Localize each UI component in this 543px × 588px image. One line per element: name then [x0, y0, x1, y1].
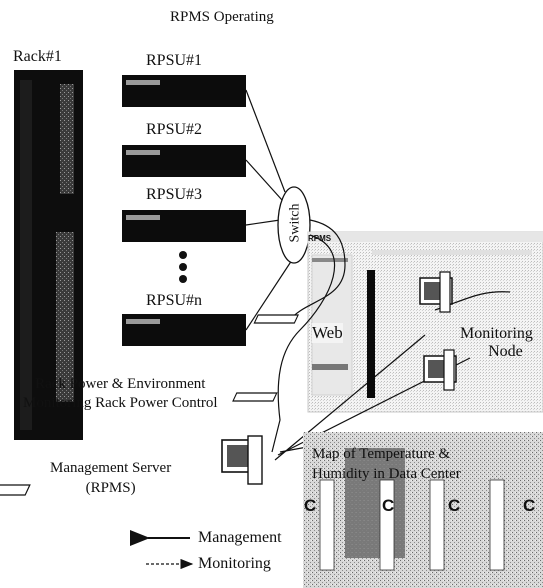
ellipsis-dots — [179, 251, 187, 283]
server-line1: Management Server — [50, 460, 172, 476]
rpsu-label-3: RPSU#3 — [146, 186, 203, 203]
management-server-label: Management Server (RPMS) — [50, 458, 171, 498]
rpsu-label-1: RPSU#1 — [146, 52, 203, 69]
rpsu-label-2: RPSU#2 — [146, 121, 203, 138]
rack-caption: Rack Power & Environment Monitoring Rack… — [23, 375, 218, 413]
switch-label: Switch — [287, 203, 303, 243]
server-line2: (RPMS) — [85, 480, 136, 496]
web-browser-window — [307, 231, 543, 413]
rack-unit — [14, 70, 83, 440]
monitoring-node-line2: Node — [488, 343, 523, 360]
monitoring-node-label: Monitoring Node — [460, 325, 533, 361]
monitoring-pc-1 — [253, 271, 453, 324]
legend-monitoring: Monitoring — [198, 555, 271, 572]
map-line2: Humidity in Data Center — [312, 466, 461, 482]
monitoring-node-line1: Monitoring — [460, 325, 533, 342]
legend-management: Management — [198, 529, 282, 546]
rack-label: Rack#1 — [13, 48, 62, 65]
map-cell-c3: C — [448, 496, 461, 515]
rpsu-device-2 — [122, 145, 246, 177]
browser-title: RPMS — [308, 234, 332, 243]
backbone-bar — [367, 270, 375, 398]
monitoring-pc-2 — [232, 349, 457, 402]
temperature-humidity-map — [303, 432, 543, 588]
rpsu-switch-links — [245, 89, 293, 331]
map-cell-c4: C — [523, 496, 536, 515]
rpsu-device-n — [122, 314, 246, 346]
rack-caption-line2: Monitoring Rack Power Control — [23, 395, 218, 411]
rack-caption-line1: Rack Power & Environment — [35, 376, 206, 392]
diagram-title: RPMS Operating — [170, 9, 274, 25]
map-cell-c1: C — [304, 496, 317, 515]
rpsu-device-3 — [122, 210, 246, 242]
map-cell-c2: C — [382, 496, 395, 515]
rpsu-device-1 — [122, 75, 246, 107]
switch-node — [277, 186, 311, 264]
web-label: Web — [312, 323, 343, 343]
map-line1: Map of Temperature & — [312, 446, 451, 462]
map-caption: Map of Temperature & Humidity in Data Ce… — [312, 444, 461, 484]
management-server-pc — [0, 435, 263, 496]
rpsu-label-n: RPSU#n — [146, 292, 203, 309]
